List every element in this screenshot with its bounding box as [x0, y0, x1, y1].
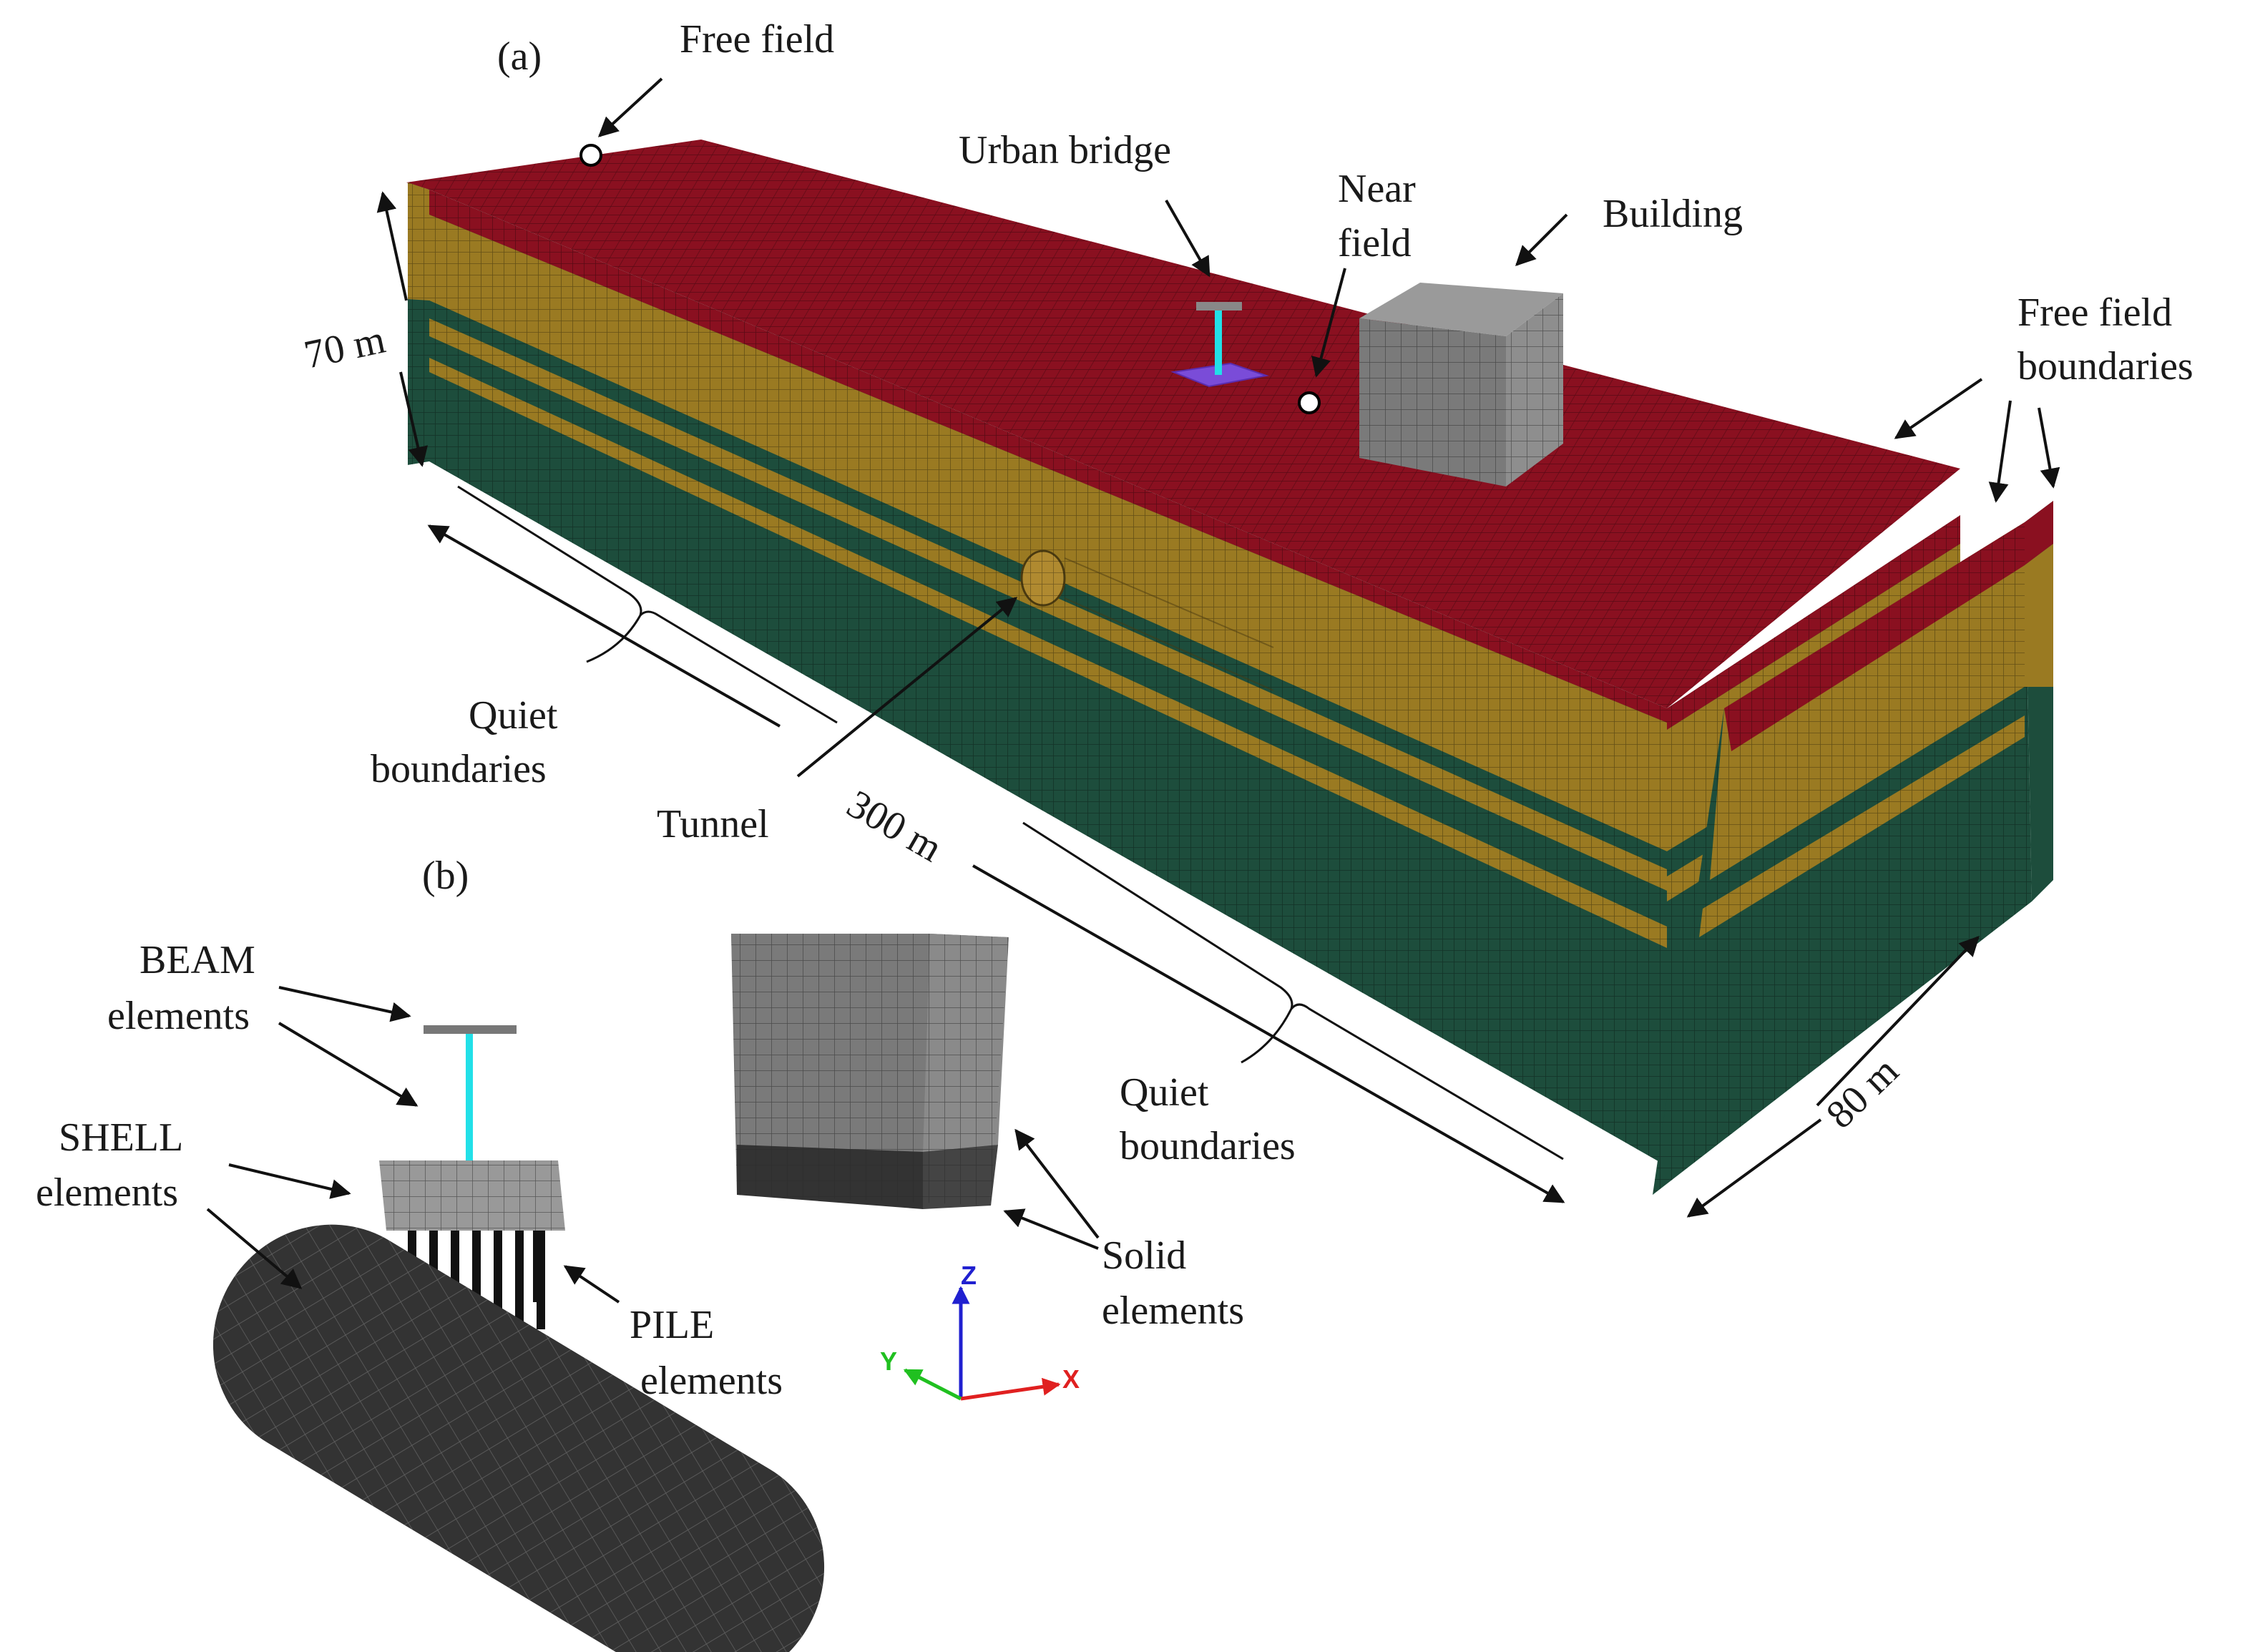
shell-elements-label-2: elements: [36, 1170, 178, 1215]
solid-elements-label-2: elements: [1102, 1289, 1244, 1333]
soil-block: [406, 140, 2053, 1195]
free-field-boundaries-label-2: boundaries: [2017, 344, 2193, 388]
axis-triad: [903, 1286, 1061, 1401]
quiet-boundaries-right-label-1: Quiet: [1120, 1070, 1209, 1115]
annotation-arrows: [206, 77, 2060, 1304]
urban-bridge-label: Urban bridge: [959, 128, 1171, 172]
quiet-boundaries-right-label-2: boundaries: [1120, 1124, 1296, 1168]
axis-y-label: Y: [880, 1346, 897, 1376]
pile-elements-label-1: PILE: [630, 1303, 714, 1347]
axis-x-label: X: [1062, 1364, 1080, 1394]
pile-cap: [379, 1160, 565, 1231]
labels: (a) Free field Urban bridge Near field B…: [36, 17, 2193, 1403]
quiet-boundaries-left-label-2: boundaries: [371, 747, 547, 791]
free-field-point: [579, 144, 602, 167]
building-model: [1359, 283, 1563, 487]
tunnel-label: Tunnel: [657, 802, 769, 846]
urban-bridge-model: [1170, 302, 1269, 388]
shell-elements-label-1: SHELL: [59, 1115, 183, 1160]
free-field-boundary-columns: [1653, 501, 2053, 1195]
beam-elements-label-1: BEAM: [140, 938, 255, 982]
near-field-label-2: field: [1338, 221, 1412, 265]
panel-b-label: (b): [422, 854, 469, 898]
tunnel-shell-tube: [170, 1181, 868, 1652]
solid-elements-label-1: Solid: [1102, 1233, 1186, 1278]
quiet-boundaries-left-label-1: Quiet: [469, 693, 558, 738]
beam-column: [466, 1034, 473, 1163]
length-dimension-label: 300 m: [840, 782, 950, 871]
building-label: Building: [1603, 192, 1743, 236]
height-dimension-label: 70 m: [300, 317, 389, 377]
quiet-boundary-braces: [457, 485, 1564, 1160]
solid-building-block: [731, 934, 1009, 1209]
width-dimension-label: 80 m: [1818, 1049, 1907, 1137]
pile-elements-label-2: elements: [640, 1359, 783, 1403]
near-field-label-1: Near: [1338, 167, 1416, 211]
components-panel: [170, 934, 1061, 1652]
near-field-point: [1298, 391, 1321, 414]
free-field-boundaries-label-1: Free field: [2017, 290, 2172, 335]
beam-deck: [424, 1025, 517, 1034]
axis-z-label: Z: [961, 1261, 977, 1290]
beam-elements-label-2: elements: [107, 994, 250, 1038]
free-field-label: Free field: [680, 17, 834, 62]
panel-a-label: (a): [497, 34, 542, 79]
